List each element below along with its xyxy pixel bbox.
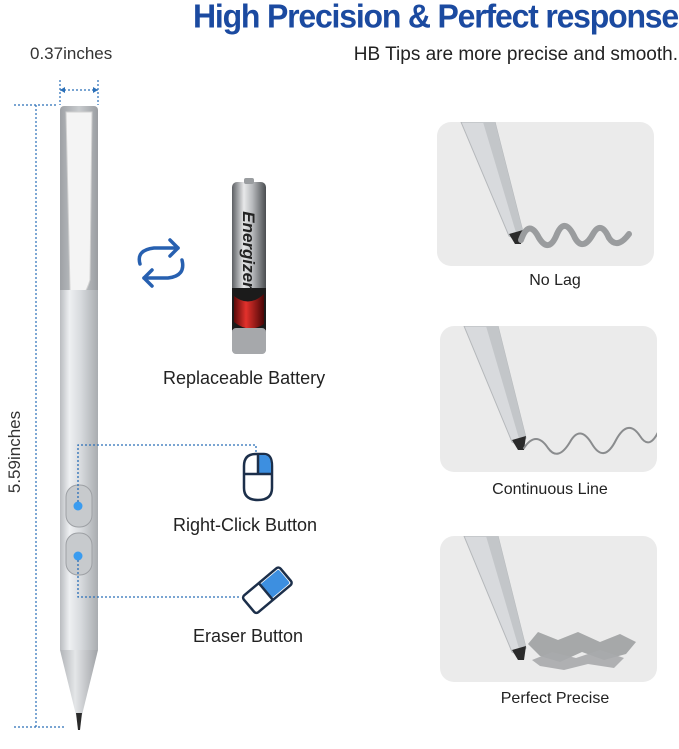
continuous-line-card: [440, 326, 657, 472]
battery-image: [232, 178, 266, 354]
eraser-label: Eraser Button: [193, 626, 304, 646]
eraser-icon: [241, 566, 293, 615]
perfect-precise-card: [440, 536, 657, 682]
battery-label: Replaceable Battery: [163, 368, 326, 388]
pen-tip-continuous-illustration: [463, 326, 657, 455]
no-lag-caption: No Lag: [529, 272, 581, 289]
continuous-line-caption: Continuous Line: [492, 481, 608, 498]
mouse-icon: [242, 452, 274, 502]
pen-tip-precise-illustration: [463, 536, 636, 670]
perfect-precise-caption: Perfect Precise: [500, 690, 610, 707]
width-dimension-label: 0.37inches: [30, 44, 113, 63]
battery-brand-label: Energizer: [239, 211, 258, 289]
right-click-label: Right-Click Button: [173, 515, 318, 535]
swap-arrows-icon: [137, 238, 185, 288]
pen-tip-no-lag-illustration: [460, 122, 632, 248]
page-title: High Precision & Perfect response: [192, 0, 679, 35]
page-subtitle: HB Tips are more precise and smooth.: [353, 44, 678, 65]
no-lag-card: [437, 122, 654, 266]
stylus-pen: [60, 106, 98, 730]
